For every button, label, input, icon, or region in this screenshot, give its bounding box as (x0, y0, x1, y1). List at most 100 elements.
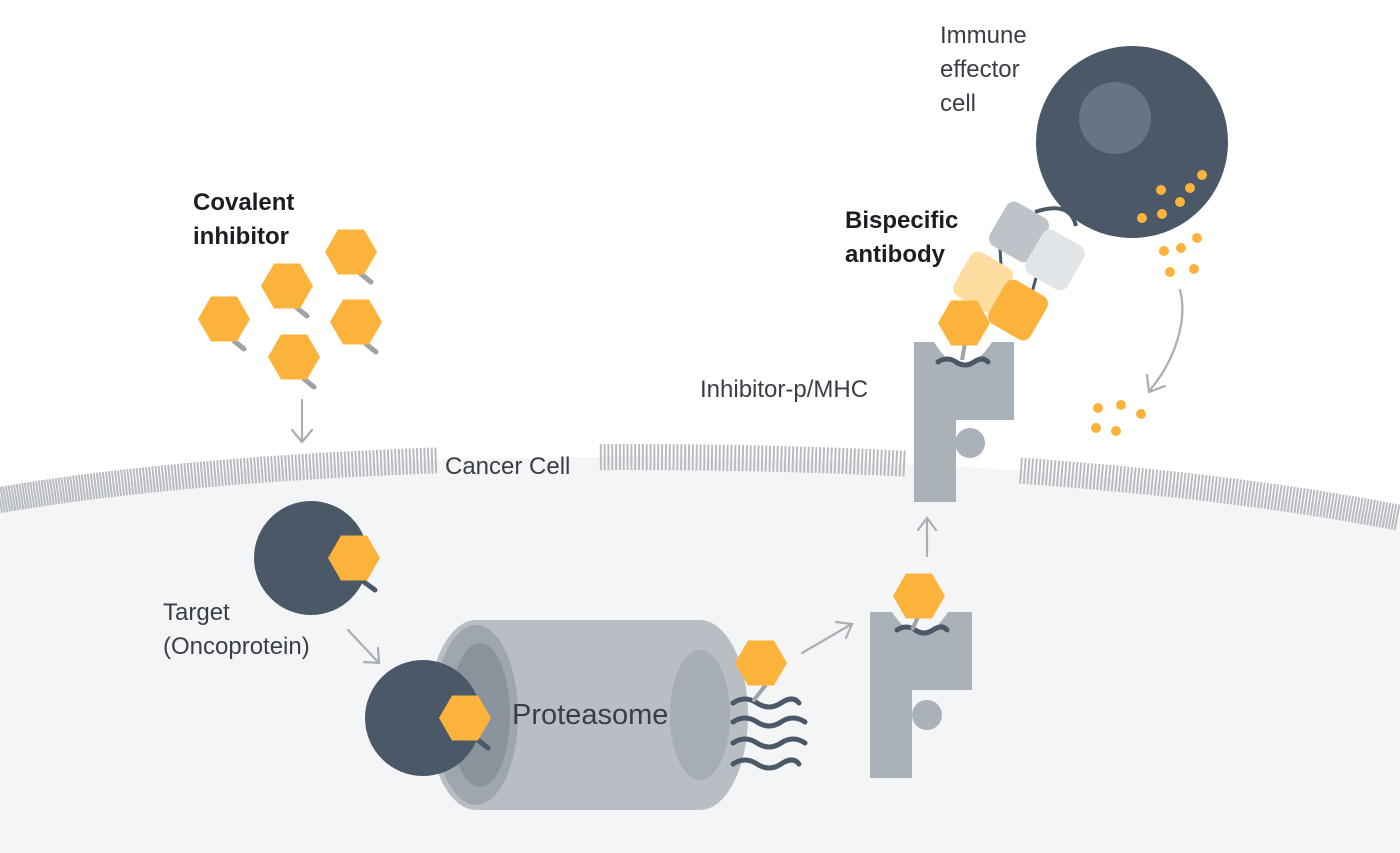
membrane-tick (336, 451, 340, 478)
released-granules (1159, 233, 1202, 277)
membrane-tick (183, 463, 188, 490)
membrane-tick (386, 449, 390, 476)
membrane-tick (1322, 491, 1329, 518)
membrane-tick (1246, 480, 1253, 507)
arrow-to-surface (916, 516, 938, 558)
covalent-inhibitor-label: Covalent inhibitor (193, 189, 301, 250)
membrane-tick (216, 460, 221, 487)
membrane-tick (1381, 502, 1389, 529)
membrane-tick (1296, 487, 1303, 514)
membrane-tick (222, 459, 227, 486)
membrane-tick (1117, 466, 1123, 493)
membrane-tick (408, 448, 412, 475)
membrane-tick (1325, 492, 1332, 519)
proteasome-label: Proteasome (512, 699, 668, 731)
membrane-tick (101, 471, 107, 498)
membrane-tick (1309, 489, 1316, 516)
membrane-tick (434, 447, 438, 474)
membrane-tick (760, 445, 764, 472)
membrane-tick (15, 483, 22, 510)
membrane-tick (83, 474, 90, 501)
membrane-tick (69, 476, 75, 503)
membrane-tick (1303, 488, 1309, 515)
inhibitor-molecule (330, 300, 382, 353)
mhc-intracellular (870, 573, 972, 778)
membrane-tick (1260, 482, 1266, 509)
membrane-tick (29, 481, 36, 508)
membrane-tick (891, 450, 895, 477)
membrane-tick (776, 445, 779, 472)
membrane-tick (1052, 460, 1057, 487)
membrane-tick (253, 457, 258, 484)
membrane-tick (757, 445, 760, 472)
membrane-tick (114, 470, 119, 497)
inhibitor-molecule (325, 230, 377, 283)
membrane-tick (902, 450, 906, 477)
membrane-tick (768, 445, 772, 472)
membrane-tick (173, 464, 179, 491)
membrane-tick (308, 453, 312, 480)
membrane-tick (726, 444, 729, 471)
membrane-tick (1178, 472, 1183, 499)
membrane-tick (46, 479, 52, 506)
membrane-tick (426, 447, 430, 474)
membrane-tick (423, 447, 427, 474)
membrane-tick (1139, 468, 1144, 495)
membrane-tick (849, 448, 853, 475)
membrane-tick (1315, 490, 1322, 517)
membrane-tick (741, 445, 745, 472)
membrane-tick (1048, 459, 1053, 486)
arrow-to-proteasome (346, 628, 381, 665)
membrane-tick (89, 473, 96, 500)
membrane-tick (787, 446, 791, 473)
membrane-tick (180, 463, 185, 490)
membrane-tick (412, 448, 416, 475)
membrane-tick (7, 485, 14, 512)
membrane-tick (841, 447, 845, 475)
membrane-tick (239, 458, 244, 485)
membrane-tick (780, 445, 783, 473)
membrane-tick (259, 456, 264, 483)
membrane-tick (1153, 469, 1159, 496)
membrane-tick (186, 462, 191, 489)
membrane-tick (40, 480, 47, 507)
membrane-tick (1188, 473, 1194, 500)
membrane-tick (753, 445, 756, 472)
membrane-tick (176, 463, 182, 490)
membrane-tick (1341, 494, 1348, 521)
membrane-tick (1219, 477, 1225, 504)
membrane-tick (340, 451, 344, 478)
membrane-tick (1096, 463, 1101, 490)
peptide-fragments (730, 684, 808, 771)
membrane-tick (1372, 500, 1379, 527)
membrane-tick (60, 477, 66, 504)
bispecific-antibody (938, 201, 1085, 361)
membrane-tick (1174, 471, 1180, 498)
membrane-tick (379, 449, 383, 476)
membrane-tick (167, 464, 172, 491)
membrane-tick (1353, 497, 1361, 524)
membrane-tick (66, 476, 72, 503)
membrane-tick (1306, 489, 1313, 516)
membrane-tick (1125, 466, 1130, 493)
membrane-tick (860, 448, 864, 475)
membrane-tick (189, 462, 195, 489)
membrane-tick (1378, 501, 1386, 528)
covalent-inhibitor-label-line2: inhibitor (193, 223, 289, 250)
membrane-tick (34, 480, 41, 507)
membrane-tick (1273, 484, 1280, 511)
membrane-tick (151, 466, 156, 493)
membrane-tick (75, 475, 81, 502)
immune-label-line1: Immune (940, 22, 1027, 49)
membrane-tick (383, 449, 387, 476)
membrane-tick (12, 484, 19, 511)
membrane-tick (212, 460, 218, 487)
membrane-tick (266, 456, 271, 483)
membrane-tick (57, 477, 64, 504)
membrane-tick (157, 465, 163, 492)
membrane-tick (132, 468, 138, 495)
membrane-tick (78, 474, 84, 501)
membrane-tick (243, 458, 247, 485)
membrane-tick (1256, 482, 1263, 509)
membrane-tick (1236, 479, 1242, 506)
